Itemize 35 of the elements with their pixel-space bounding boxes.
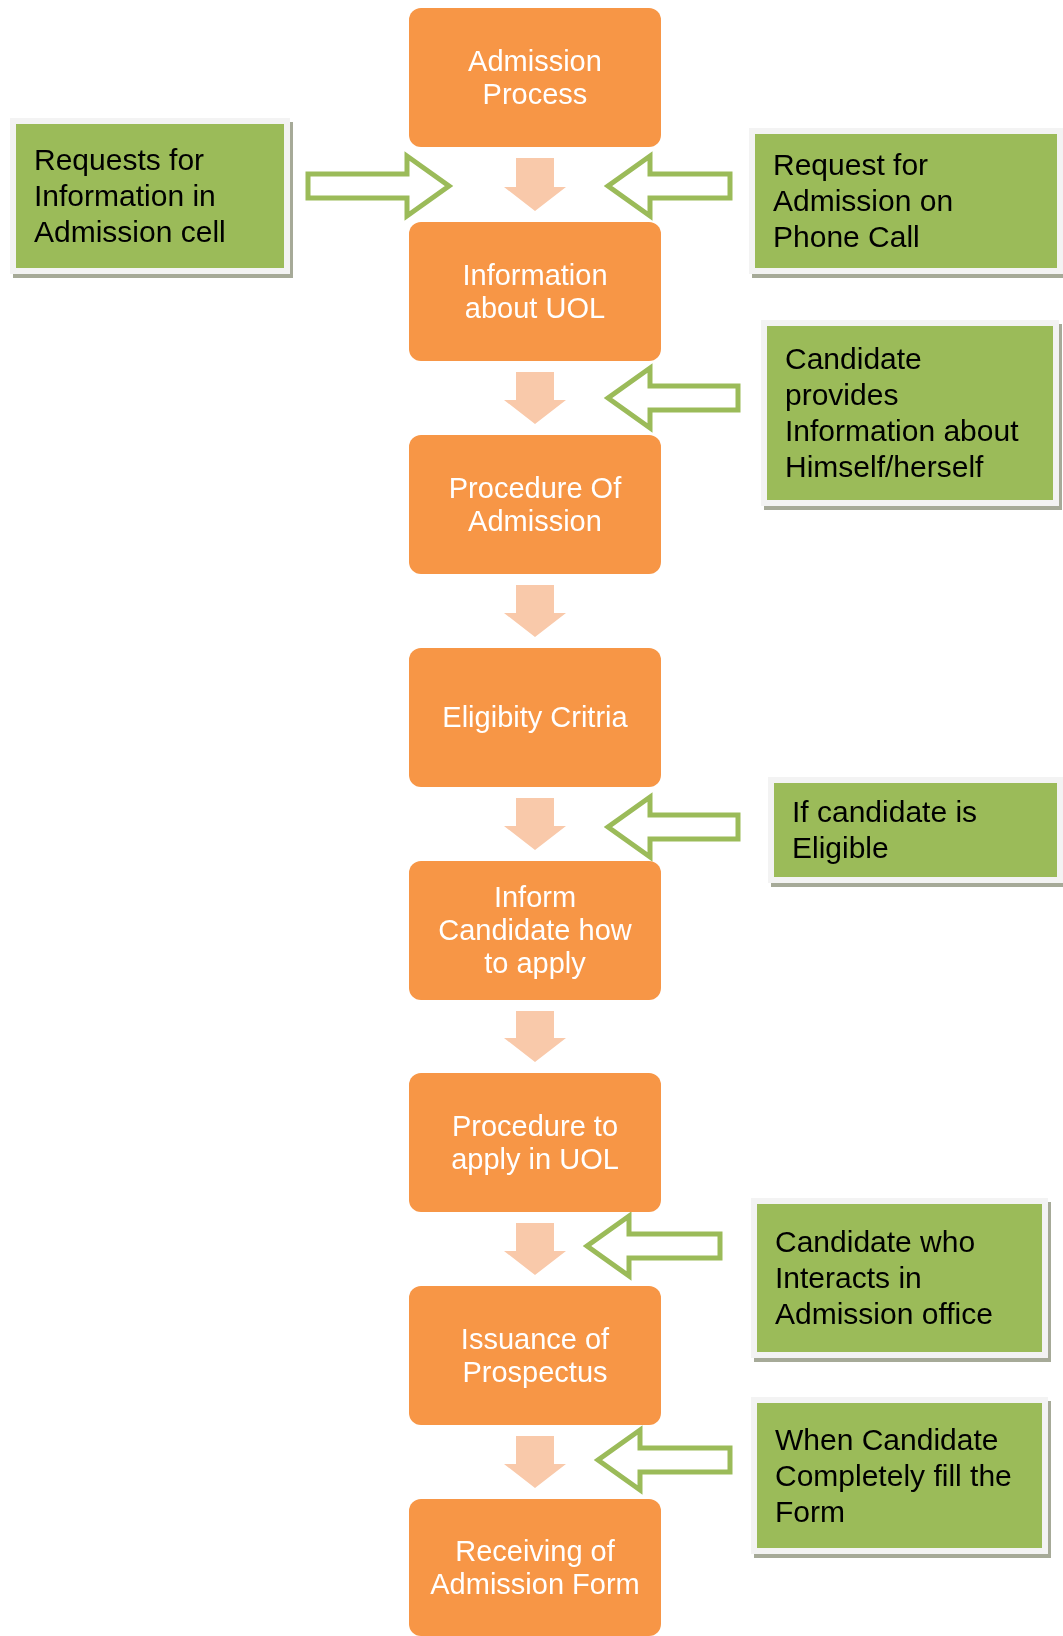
node-label: Candidate provides Information about Himself/herself bbox=[785, 341, 1020, 485]
step-box bbox=[409, 435, 661, 574]
step-box bbox=[409, 1499, 661, 1636]
hollow-arrow bbox=[603, 151, 733, 221]
hollow-arrow bbox=[582, 1211, 723, 1281]
hollow-arrow bbox=[603, 363, 741, 433]
node-label: Request for Admission on Phone Call bbox=[773, 147, 955, 255]
hollow-arrow bbox=[305, 151, 454, 221]
node-label: When Candidate Completely fill the Form bbox=[775, 1421, 1013, 1530]
hollow-arrow bbox=[603, 792, 741, 862]
node-label: Information about UOL bbox=[461, 258, 609, 325]
step-box bbox=[409, 8, 661, 147]
node-label: Issuance of Prospectus bbox=[459, 1322, 611, 1389]
step-box bbox=[409, 1073, 661, 1212]
node-label: If candidate is Eligible bbox=[792, 794, 979, 866]
node-label: Procedure Of Admission bbox=[447, 471, 623, 538]
down-arrow bbox=[504, 1436, 566, 1488]
down-arrow bbox=[504, 372, 566, 424]
node-label: Procedure to apply in UOL bbox=[450, 1109, 620, 1176]
down-arrow bbox=[504, 158, 566, 211]
hollow-arrow bbox=[593, 1425, 733, 1495]
node-label: Receiving of Admission Form bbox=[429, 1534, 641, 1601]
node-label: Admission Process bbox=[467, 44, 603, 111]
node-label: Eligibity Critria bbox=[442, 701, 628, 734]
down-arrow bbox=[504, 1011, 566, 1062]
node-label: Requests for Information in Admission cell bbox=[34, 142, 227, 250]
node-label: Inform Candidate how to apply bbox=[437, 881, 633, 980]
step-box bbox=[409, 861, 661, 1000]
down-arrow bbox=[504, 1223, 566, 1275]
down-arrow bbox=[504, 585, 566, 637]
down-arrow bbox=[504, 798, 566, 850]
node-label: Candidate who Interacts in Admission office bbox=[775, 1224, 994, 1332]
step-box bbox=[409, 648, 661, 787]
step-box bbox=[409, 1286, 661, 1425]
step-box bbox=[409, 222, 661, 361]
